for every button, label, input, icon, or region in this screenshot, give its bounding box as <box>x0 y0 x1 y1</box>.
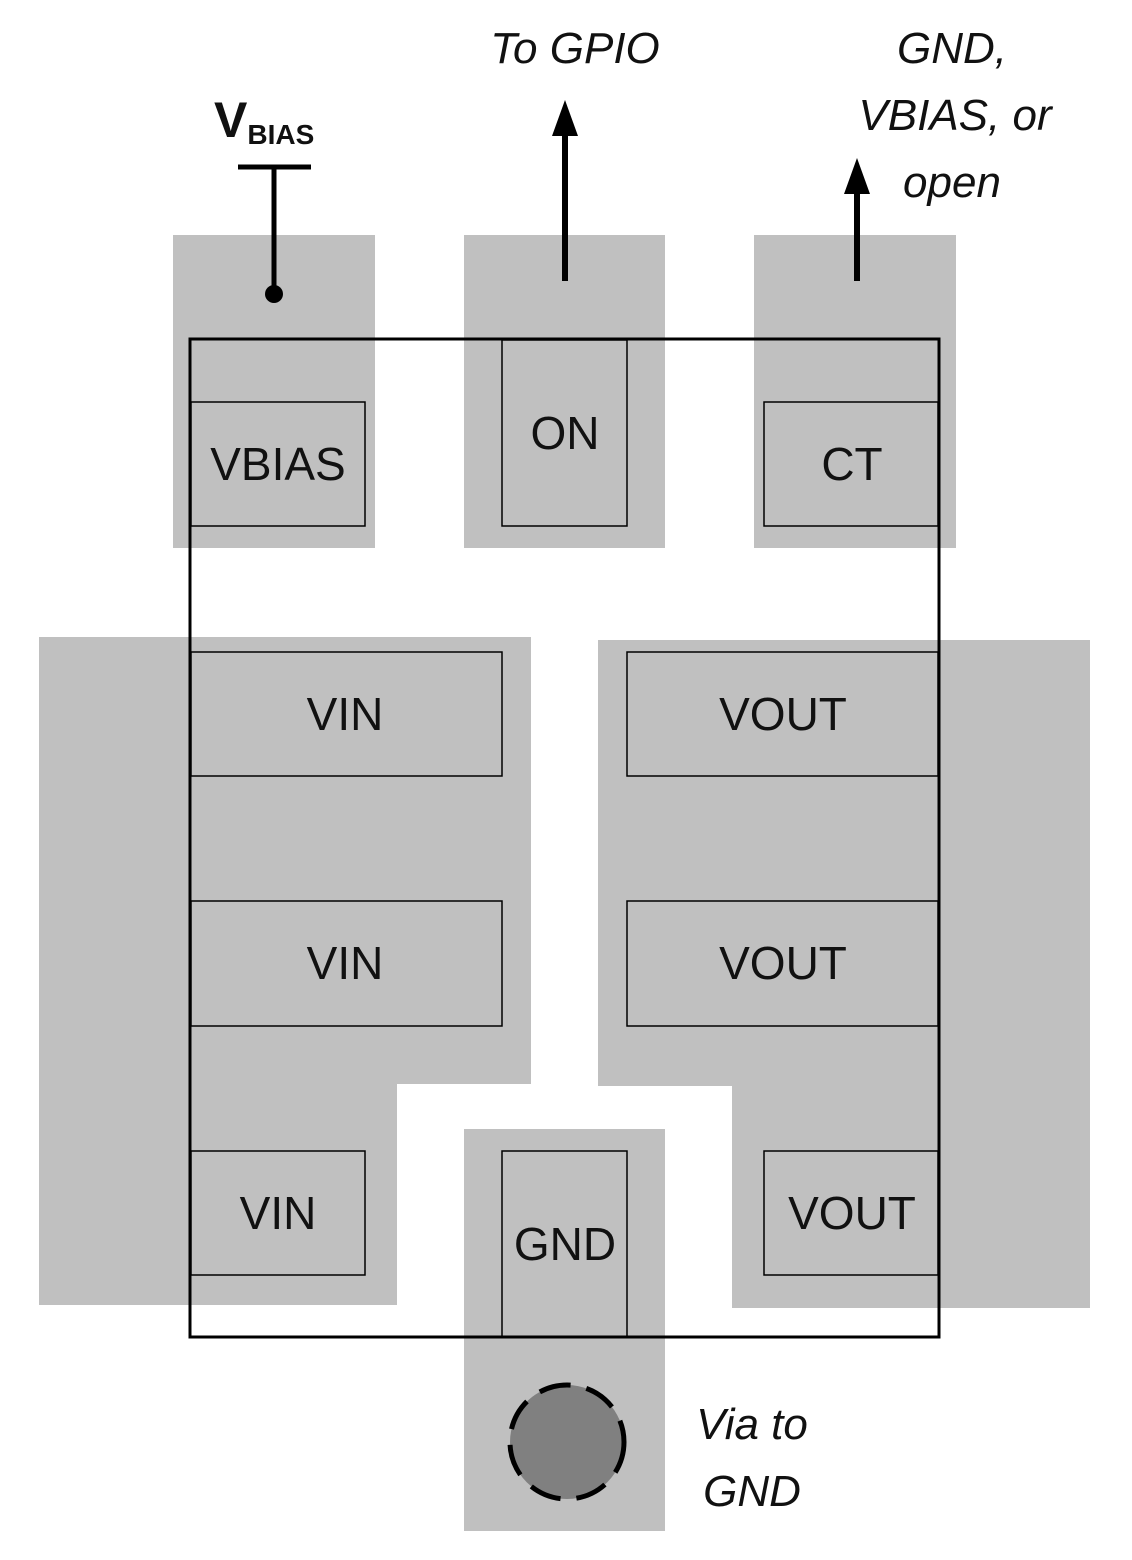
gpio-arrow-head <box>552 100 578 136</box>
ct-options-label-1: GND, <box>897 24 1007 73</box>
copper-ct <box>754 235 956 548</box>
via-label-2: GND <box>703 1467 801 1516</box>
pin-label-ct: CT <box>821 438 882 490</box>
ct-arrow-head <box>844 158 870 194</box>
vbias-supply-label: VBIAS <box>214 92 314 150</box>
pin-label-vin-2: VIN <box>307 937 384 989</box>
pin-label-vbias: VBIAS <box>210 438 346 490</box>
vbias-supply-label-sub: BIAS <box>247 119 314 150</box>
pin-label-vout-2: VOUT <box>719 937 847 989</box>
gpio-arrow: To GPIO <box>490 24 660 281</box>
copper-vout <box>598 640 1090 1308</box>
package-outline <box>188 337 941 1339</box>
via-circle <box>507 1382 627 1502</box>
pin-labels: VBIAS ON CT VIN VIN VIN VOUT VOUT VOUT G… <box>210 407 916 1270</box>
copper-on <box>464 235 665 548</box>
via-label-1: Via to <box>696 1400 808 1449</box>
pin-label-on: ON <box>531 407 600 459</box>
pin-label-vin-3: VIN <box>240 1187 317 1239</box>
vbias-supply-dot <box>265 285 283 303</box>
ct-options-label-2: VBIAS, or <box>858 91 1054 140</box>
vbias-supply-symbol: VBIAS <box>214 92 314 303</box>
gpio-label: To GPIO <box>490 24 660 73</box>
vbias-supply-label-main: V <box>214 92 248 148</box>
pin-label-vout-1: VOUT <box>719 688 847 740</box>
pin-label-gnd: GND <box>514 1218 616 1270</box>
pin-label-vin-1: VIN <box>307 688 384 740</box>
gnd-via: Via to GND <box>507 1382 808 1516</box>
ct-arrow: GND, VBIAS, or open <box>844 24 1054 281</box>
copper-vin <box>39 637 531 1305</box>
pin-label-vout-3: VOUT <box>788 1187 916 1239</box>
ct-options-label-3: open <box>903 158 1001 207</box>
